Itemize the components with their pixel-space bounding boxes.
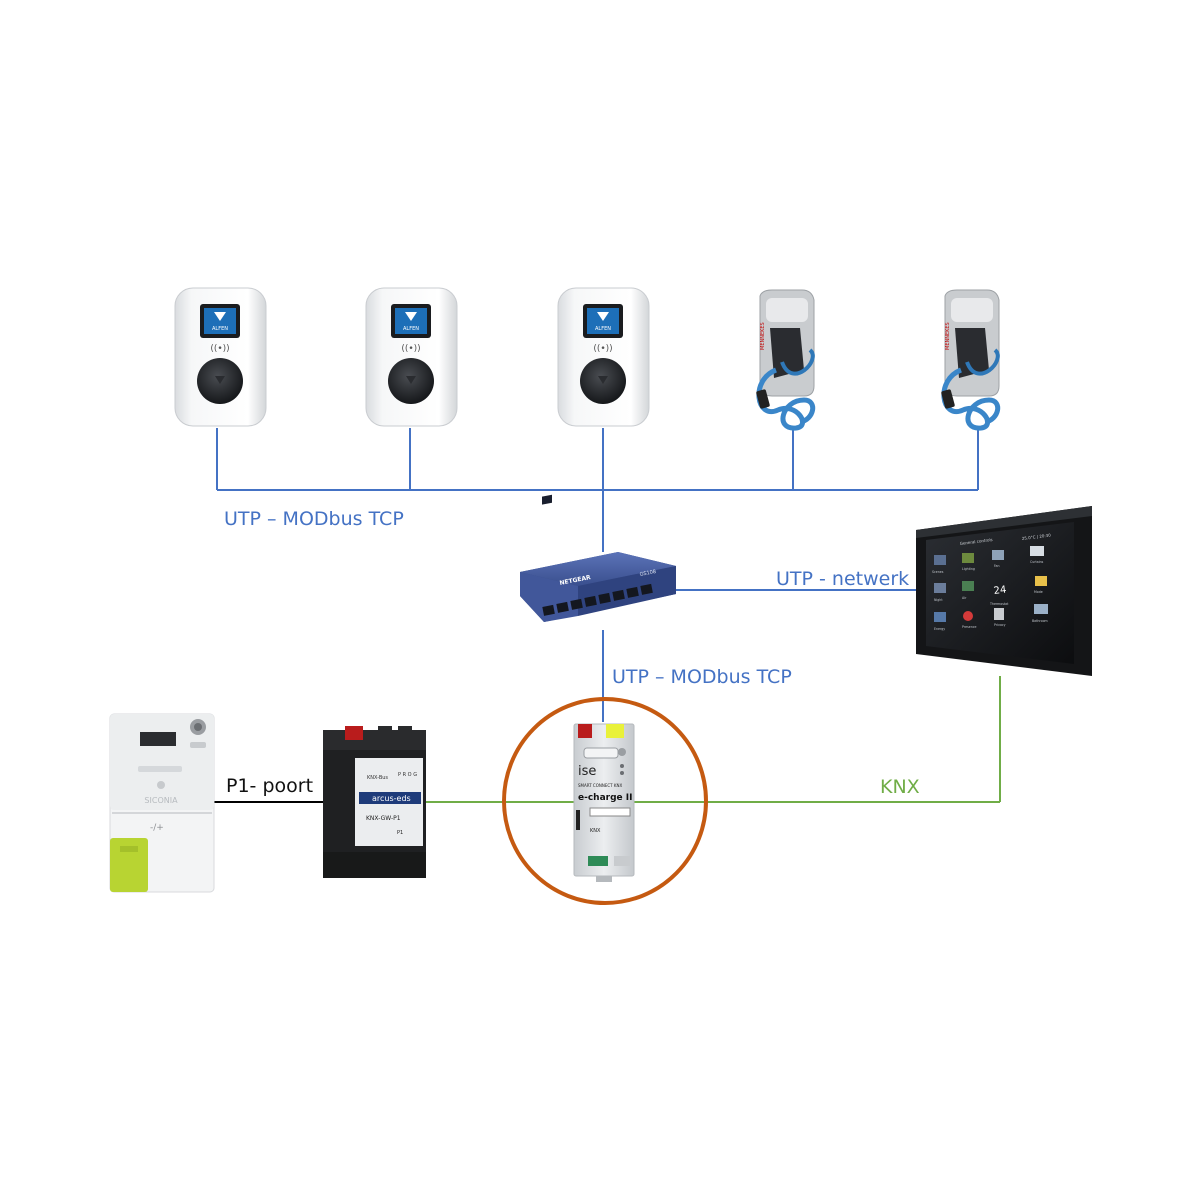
alfen-logo-icon	[597, 312, 609, 321]
panel-item-labels: Scenes Lighting Fan Curtains Night Air T…	[932, 560, 1048, 631]
charger-brand-label: ALFEN	[403, 326, 419, 332]
panel-header-label: General controls	[960, 537, 993, 546]
svg-text:Scenes: Scenes	[932, 570, 944, 574]
rfid-icon: ((•))	[210, 344, 229, 354]
knx-touch-panel: General controls 25.0°C | 20:30 24 Scene…	[916, 506, 1092, 676]
meter-symbol-icon: -/+	[150, 823, 164, 833]
rfid-icon: ((•))	[401, 344, 420, 354]
gateway-model-label: KNX-GW-P1	[366, 815, 401, 822]
utp-modbus-top-label: UTP – MODbus TCP	[224, 508, 404, 530]
svg-text:Privacy: Privacy	[994, 623, 1006, 627]
svg-text:Thermostat: Thermostat	[989, 602, 1009, 606]
svg-text:Energy: Energy	[934, 627, 945, 631]
meter-display	[140, 732, 176, 746]
charger-brand-label: ALFEN	[212, 326, 228, 332]
svg-text:Bathroom: Bathroom	[1032, 619, 1048, 623]
alfen-charger-1: ALFEN ((•))	[174, 287, 267, 427]
echarge-knx-label: KNX	[590, 828, 601, 834]
panel-status-label: 25.0°C | 20:30	[1022, 532, 1052, 541]
gateway-port-label: P1	[397, 830, 403, 836]
meter-logo-icon	[157, 781, 165, 789]
alfen-logo-icon	[214, 312, 226, 321]
gateway-brand-label: arcus-eds	[372, 794, 411, 803]
charger-brand-label: MENNEKES	[945, 322, 951, 350]
svg-text:Fan: Fan	[994, 564, 1000, 568]
svg-text:Presence: Presence	[962, 625, 976, 629]
mennekes-charger-2: MENNEKES	[941, 289, 1001, 431]
svg-text:Night: Night	[934, 598, 943, 602]
echarge-brand-label: ise	[578, 764, 596, 779]
utp-modbus-bottom-label: UTP – MODbus TCP	[612, 666, 792, 688]
panel-tile-grid	[934, 546, 1048, 622]
svg-text:Mode: Mode	[1034, 590, 1043, 594]
alfen-charger-3: ALFEN ((•))	[557, 287, 650, 427]
network-switch: NETGEAR GS108	[520, 494, 676, 622]
rfid-icon: ((•))	[593, 344, 612, 354]
gateway-bus-label: KNX-Bus	[367, 775, 388, 781]
charger-brand-label: MENNEKES	[760, 322, 766, 350]
switch-model-label: GS108	[639, 569, 656, 578]
charger-brand-label: ALFEN	[595, 326, 611, 332]
utp-modbus-bus-lines	[216, 428, 979, 552]
ethernet-port-icons	[542, 583, 653, 616]
svg-text:Curtains: Curtains	[1030, 560, 1044, 564]
svg-text:Air: Air	[962, 596, 967, 600]
gateway-prog-label: P R O G	[398, 772, 417, 778]
alfen-logo-icon	[405, 312, 417, 321]
knx-label: KNX	[880, 776, 920, 798]
utp-network-label: UTP - netwerk	[776, 568, 909, 590]
highlight-ring	[502, 697, 708, 905]
p1-knx-gateway: KNX-Bus P R O G arcus-eds KNX-GW-P1 P1	[323, 726, 426, 878]
switch-ports	[542, 494, 552, 505]
knx-bus-lines	[424, 676, 1001, 803]
echarge-model-label: e-charge II	[578, 793, 632, 803]
ise-echarge-ii-module: ise SMART CONNECT KNX e-charge II KNX	[573, 723, 635, 882]
alfen-charger-2: ALFEN ((•))	[365, 287, 458, 427]
meter-terminal-cover	[110, 838, 148, 892]
echarge-line-label: SMART CONNECT KNX	[578, 783, 623, 788]
mennekes-charger-1: MENNEKES	[756, 289, 816, 431]
meter-brand-label: SICONIA	[144, 796, 178, 805]
panel-temperature-value: 24	[993, 585, 1007, 597]
svg-text:Lighting: Lighting	[962, 567, 975, 571]
p1-port-label: P1- poort	[226, 775, 313, 797]
smart-meter: SICONIA -/+	[109, 713, 215, 893]
